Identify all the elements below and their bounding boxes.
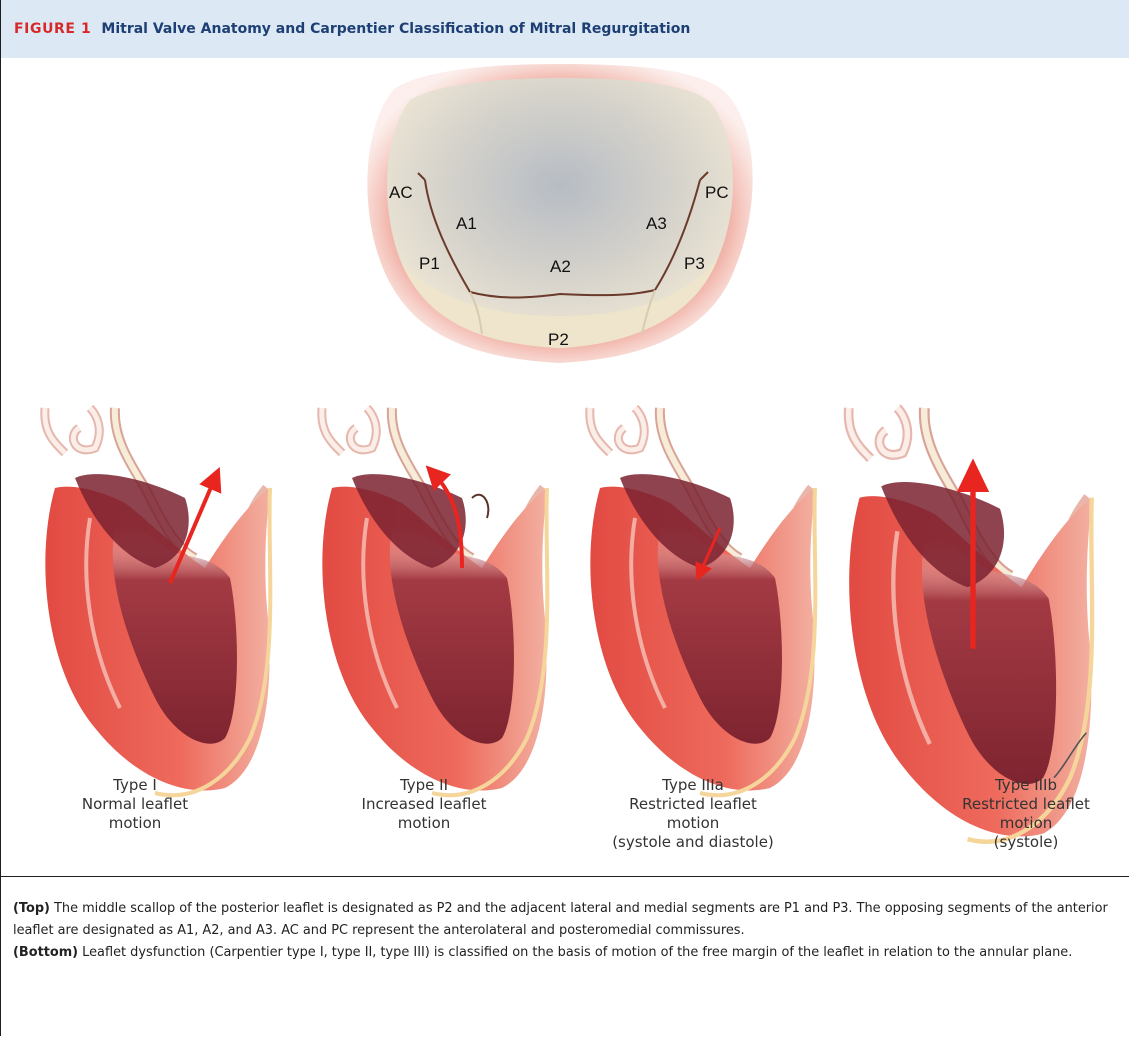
panel-caption-line: (systole)	[941, 833, 1111, 852]
panel-caption-line: Type IIIb	[941, 776, 1111, 795]
valve-label-pc: PC	[705, 183, 729, 202]
panel-caption-line: Restricted leaflet	[593, 795, 793, 814]
panel-caption-type-3b: Type IIIb Restricted leaflet motion (sys…	[941, 776, 1111, 852]
panel-caption-line: motion	[60, 814, 210, 833]
panel-caption-line: Type IIIa	[593, 776, 793, 795]
valve-label-p1: P1	[419, 254, 440, 273]
panel-caption-line: Type II	[339, 776, 509, 795]
panel-caption-line: Restricted leaflet	[941, 795, 1111, 814]
legend-top-label: (Top)	[13, 901, 50, 916]
figure-heading: FIGURE 1 Mitral Valve Anatomy and Carpent…	[14, 21, 690, 37]
figure-title: Mitral Valve Anatomy and Carpentier Clas…	[101, 21, 690, 37]
heart-type-2	[322, 408, 548, 795]
panel-caption-line: (systole and diastole)	[593, 833, 793, 852]
legend-bottom-text: Leaflet dysfunction (Carpentier type I, …	[78, 945, 1072, 960]
figure-header: FIGURE 1 Mitral Valve Anatomy and Carpent…	[1, 0, 1129, 58]
panel-caption-line: motion	[339, 814, 509, 833]
legend-top-text: The middle scallop of the posterior leaf…	[13, 901, 1108, 938]
panel-caption-line: Normal leaflet	[60, 795, 210, 814]
valve-label-a3: A3	[646, 214, 667, 233]
panel-caption-type-2: Type II Increased leaflet motion	[339, 776, 509, 833]
legend-top-paragraph: (Top) The middle scallop of the posterio…	[13, 898, 1113, 964]
figure-illustration: AC PC A1 A3 A2 P1 P3 P2	[0, 58, 1129, 876]
valve-label-p2: P2	[548, 330, 569, 349]
valve-label-p3: P3	[684, 254, 705, 273]
legend-bottom-label: (Bottom)	[13, 945, 78, 960]
figure-label: FIGURE 1	[14, 21, 91, 37]
legend-divider	[1, 876, 1129, 877]
valve-label-a2: A2	[550, 257, 571, 276]
heart-type-1	[45, 408, 271, 795]
figure-legend: (Top) The middle scallop of the posterio…	[13, 898, 1113, 964]
panel-caption-line: motion	[593, 814, 793, 833]
panel-caption-line: motion	[941, 814, 1111, 833]
heart-type-3a	[590, 408, 816, 795]
panel-caption-line: Increased leaflet	[339, 795, 509, 814]
mitral-valve-diagram: AC PC A1 A3 A2 P1 P3 P2	[367, 64, 752, 363]
panel-caption-type-3a: Type IIIa Restricted leaflet motion (sys…	[593, 776, 793, 852]
panel-caption-type-1: Type I Normal leaflet motion	[60, 776, 210, 833]
valve-label-ac: AC	[389, 183, 413, 202]
panel-caption-line: Type I	[60, 776, 210, 795]
valve-label-a1: A1	[456, 214, 477, 233]
